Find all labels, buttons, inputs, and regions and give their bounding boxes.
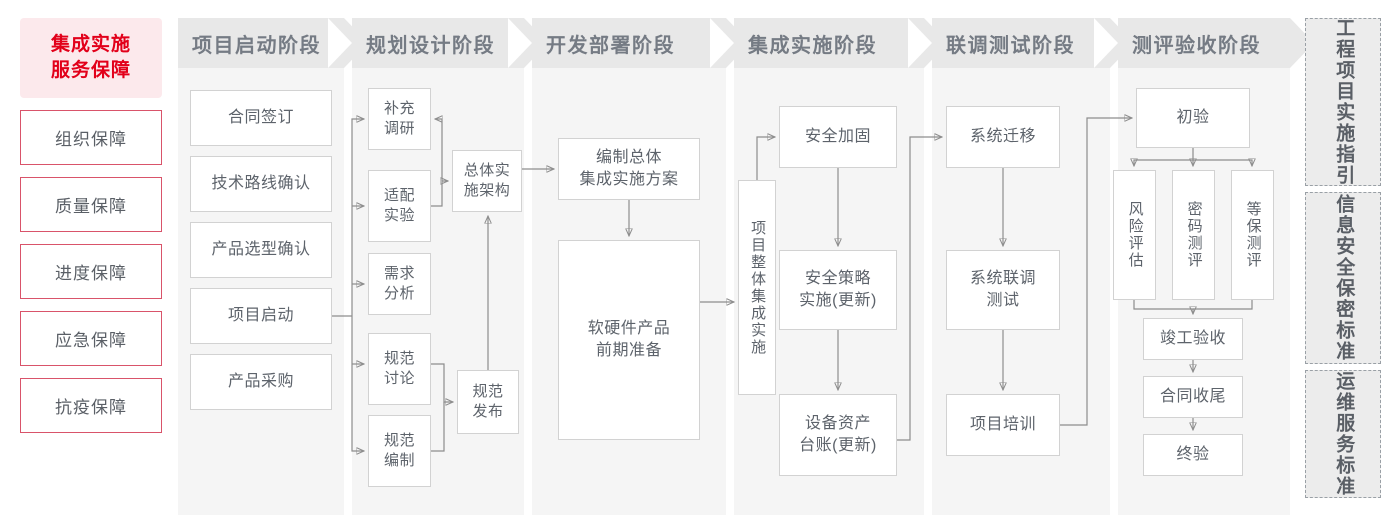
hero-line-1: 集成实施 <box>50 34 131 56</box>
stage-header-development: 开发部署阶段 <box>508 18 750 68</box>
guarantee-panel: 集成实施 服务保障 组织保障 质量保障 进度保障 应急保障 抗疫保障 <box>20 18 162 433</box>
node-asset-ledger-update[interactable]: 设备资产 台账(更新) <box>779 394 897 476</box>
standard-om-service[interactable]: 运维服务标准 <box>1305 370 1381 498</box>
node-draft-integration-plan[interactable]: 编制总体 集成实施方案 <box>558 138 700 200</box>
guarantee-item-epidemic[interactable]: 抗疫保障 <box>20 378 162 433</box>
hero-line-2: 服务保障 <box>50 60 131 81</box>
node-security-policy-implementation[interactable]: 安全策略 实施(更新) <box>779 250 897 330</box>
node-supplementary-research[interactable]: 补充 调研 <box>368 88 431 150</box>
node-overall-implementation-architecture[interactable]: 总体实 施架构 <box>452 150 522 212</box>
guarantee-item-organization[interactable]: 组织保障 <box>20 110 162 165</box>
node-project-training[interactable]: 项目培训 <box>946 394 1060 456</box>
stage-header-planning: 规划设计阶段 <box>328 18 548 68</box>
standard-information-security-confidentiality[interactable]: 信息安全保密标准 <box>1305 192 1381 364</box>
standard-engineering-project-guideline[interactable]: 工程项目实施指引 <box>1305 18 1381 186</box>
guarantee-item-emergency[interactable]: 应急保障 <box>20 311 162 366</box>
node-contract-signing[interactable]: 合同签订 <box>190 90 332 146</box>
node-project-kickoff[interactable]: 项目启动 <box>190 288 332 344</box>
node-security-hardening[interactable]: 安全加固 <box>779 106 897 168</box>
node-final-acceptance[interactable]: 终验 <box>1143 434 1243 476</box>
standard-label: 工程项目实施指引 <box>1333 18 1355 186</box>
guarantee-item-schedule[interactable]: 进度保障 <box>20 244 162 299</box>
stage-header-acceptance: 测评验收阶段 <box>1094 18 1314 68</box>
stage-header-label: 集成实施阶段 <box>748 34 877 57</box>
node-product-procurement[interactable]: 产品采购 <box>190 354 332 410</box>
node-overall-project-integration[interactable]: 项目整体集成实施 <box>738 180 776 395</box>
stage-header-label: 项目启动阶段 <box>192 34 321 57</box>
stage-header-label: 测评验收阶段 <box>1132 34 1261 57</box>
node-adaptation-experiment[interactable]: 适配 实验 <box>368 170 431 242</box>
node-preliminary-acceptance[interactable]: 初验 <box>1136 88 1250 148</box>
stage-header-label: 联调测试阶段 <box>946 34 1075 57</box>
node-risk-assessment[interactable]: 风险评估 <box>1113 170 1156 300</box>
chevron-notch-icon <box>1094 18 1118 68</box>
hero-title-box: 集成实施 服务保障 <box>20 18 162 98</box>
stage-header-label: 开发部署阶段 <box>546 34 675 57</box>
node-spec-drafting[interactable]: 规范 编制 <box>368 415 431 487</box>
stage-header-label: 规划设计阶段 <box>366 34 495 57</box>
node-spec-discussion[interactable]: 规范 讨论 <box>368 333 431 405</box>
node-hardware-software-preparation[interactable]: 软硬件产品 前期准备 <box>558 240 700 440</box>
chevron-notch-icon <box>710 18 734 68</box>
node-system-joint-test[interactable]: 系统联调 测试 <box>946 250 1060 330</box>
node-product-selection-confirm[interactable]: 产品选型确认 <box>190 222 332 278</box>
chevron-notch-icon <box>908 18 932 68</box>
node-system-migration[interactable]: 系统迁移 <box>946 106 1060 168</box>
chevron-notch-icon <box>508 18 532 68</box>
node-mlps-evaluation[interactable]: 等保测评 <box>1231 170 1274 300</box>
node-contract-closeout[interactable]: 合同收尾 <box>1143 376 1243 418</box>
stage-header-jointtest: 联调测试阶段 <box>908 18 1134 68</box>
node-cryptography-evaluation[interactable]: 密码测评 <box>1172 170 1215 300</box>
standard-label: 运维服务标准 <box>1333 371 1355 497</box>
node-completion-acceptance[interactable]: 竣工验收 <box>1143 318 1243 360</box>
node-spec-release[interactable]: 规范 发布 <box>457 370 519 434</box>
standard-label: 信息安全保密标准 <box>1333 194 1355 362</box>
stage-header-startup: 项目启动阶段 <box>178 18 368 68</box>
node-tech-route-confirm[interactable]: 技术路线确认 <box>190 156 332 212</box>
guarantee-item-quality[interactable]: 质量保障 <box>20 177 162 232</box>
stage-header-integration: 集成实施阶段 <box>710 18 948 68</box>
node-requirement-analysis[interactable]: 需求 分析 <box>368 253 431 315</box>
chevron-notch-icon <box>328 18 352 68</box>
